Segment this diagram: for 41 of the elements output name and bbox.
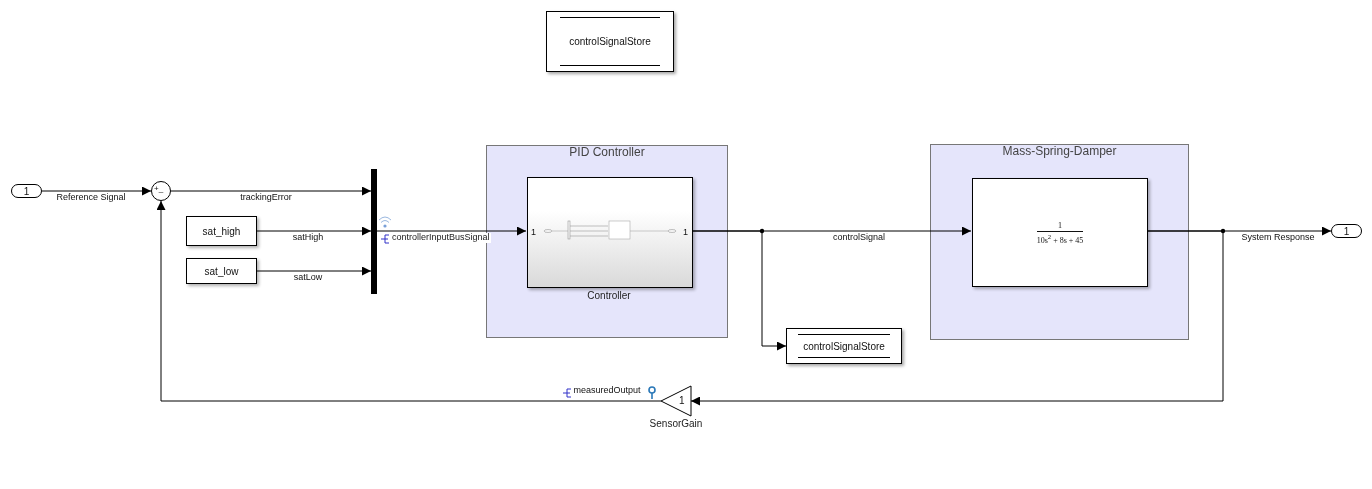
port-block [11,184,42,198]
block-label: sat_low [204,265,239,277]
edge-label: System Response [1240,233,1316,243]
transfer-function-block [972,178,1148,287]
edge-label: measuredOutput [572,386,642,396]
edge-label: Reference Signal [55,193,127,203]
area-title: Mass-Spring-Damper [1001,145,1118,159]
block-label: controlSignalStore [569,36,651,47]
port-number: 1 [683,228,688,238]
subsystem-block [527,177,693,288]
transfer-function: 1 10s$^{2}$ + 8s + 45 [1036,220,1084,245]
port-number: 1 [531,228,536,238]
block-label: sat_high [202,225,241,237]
constant-block [186,216,257,246]
edge-label: controlSignal [832,233,886,243]
block-name: Controller [587,290,631,301]
port-block [1331,224,1362,238]
signal-line [376,226,527,236]
signal-line [170,186,372,196]
gain-value: 1 [679,395,685,406]
block-label: controlSignalStore [803,340,885,352]
signal-line [256,226,372,236]
constant-block [186,258,257,284]
edge-label: trackingError [239,193,293,203]
block-name: SensorGain [649,418,703,429]
area-panel [930,144,1189,340]
port-number: 1 [23,185,30,197]
signal-line [690,230,1224,406]
data-store-block [546,11,674,72]
signal-line [256,266,372,276]
port-number: 1 [1343,225,1350,237]
signal-line [41,186,152,196]
area-title: PID Controller [568,146,646,160]
data-store-block [786,328,902,364]
sum-block [151,181,171,201]
signal-line [156,200,662,402]
sum-signs: +_ [154,185,164,194]
edge-label: controllerInputBusSignal [391,233,491,243]
signal-line [691,230,787,351]
edge-label: satLow [292,273,324,283]
edge-label: satHigh [291,233,325,243]
